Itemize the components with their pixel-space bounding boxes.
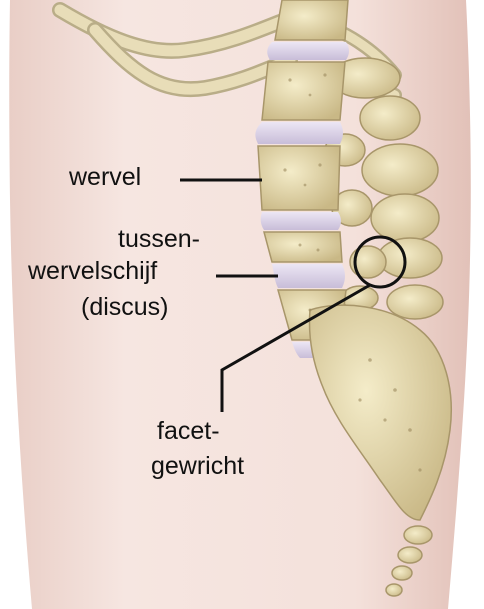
label-vertebra: wervel [69,162,141,193]
label-disc-line-3: (discus) [81,292,169,323]
label-facet-line-2: gewricht [151,451,244,482]
label-disc-line-2: wervelschijf [28,256,157,287]
label-facet-line-1: facet- [157,416,220,447]
label-disc-line-1: tussen- [118,224,200,255]
